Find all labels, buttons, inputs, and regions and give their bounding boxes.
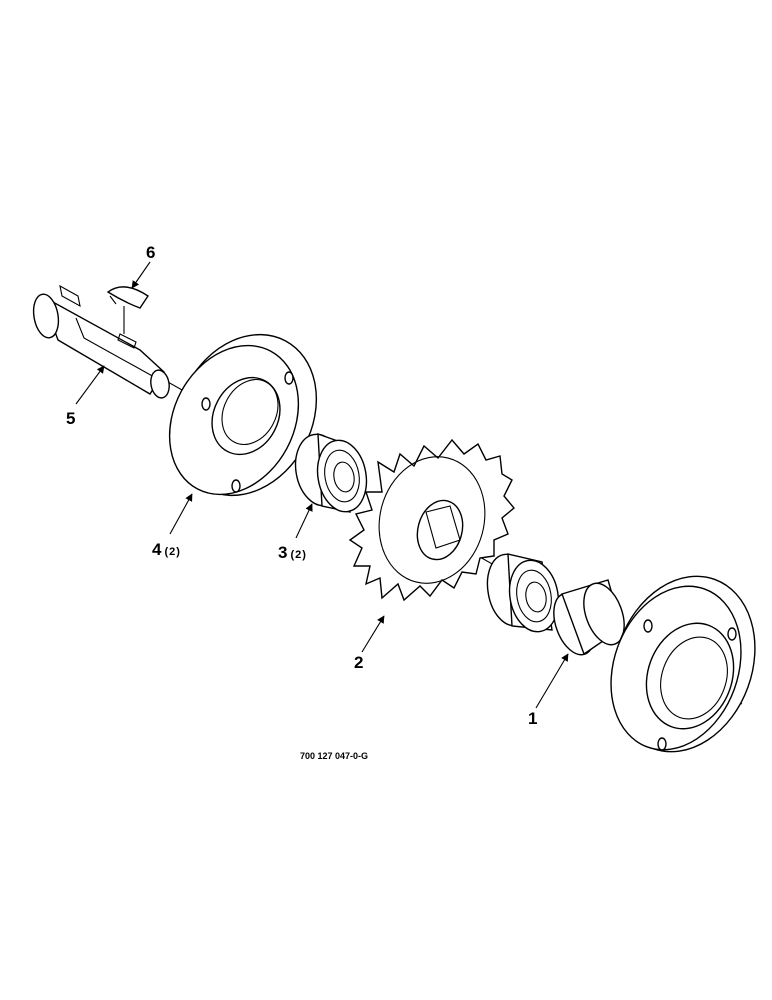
flange-plate-part-4: [168, 333, 318, 497]
flange-housing: [610, 575, 756, 753]
woodruff-key-part-6: [106, 286, 149, 309]
callout-2: 2: [354, 653, 363, 672]
callout-4-number: 4: [152, 540, 162, 559]
leader-arrow-6: [131, 261, 151, 289]
drawing-number: 700 127 047-0-G: [300, 751, 368, 761]
leader-arrow-3: [295, 503, 313, 539]
callout-5: 5: [66, 409, 75, 428]
callout-1: 1: [528, 709, 537, 728]
leader-arrow-5: [75, 365, 105, 405]
callout-4: 4(2): [152, 540, 181, 559]
leader-arrow-1: [535, 653, 569, 709]
callout-4-quantity: (2): [164, 546, 180, 558]
leader-arrow-4: [169, 493, 193, 535]
spacer-part-1: [553, 579, 625, 656]
shaft-part-5: [32, 284, 170, 399]
callout-3: 3(2): [278, 543, 307, 562]
callout-3-number: 3: [278, 543, 287, 562]
sprocket-part-2: [348, 438, 515, 602]
bearing-part-3: [294, 432, 368, 513]
callout-6: 6: [146, 243, 155, 262]
leader-arrow-2: [361, 615, 385, 653]
bearing-part-3-second: [486, 553, 560, 633]
callout-3-quantity: (2): [290, 549, 306, 561]
